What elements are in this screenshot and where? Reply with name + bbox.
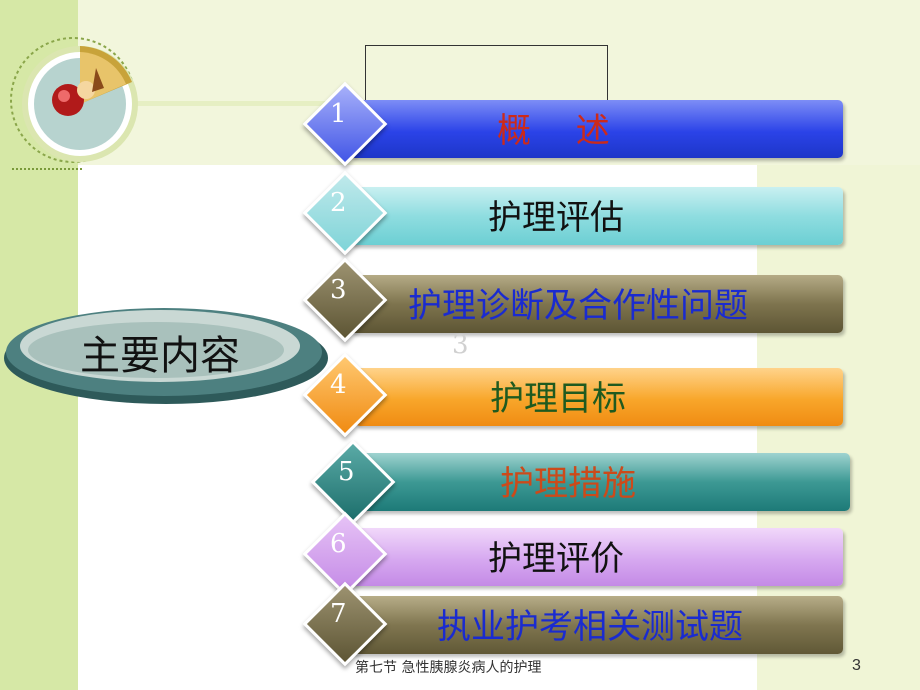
item-number: 2 (330, 188, 347, 218)
content-bar[interactable] (350, 528, 843, 586)
dotted-divider (12, 168, 82, 170)
content-item-label: 执业护考相关测试题 (437, 607, 743, 647)
item-number: 6 (330, 529, 347, 559)
item-number: 3 (330, 275, 347, 305)
content-bar[interactable] (350, 187, 843, 245)
content-bar[interactable] (355, 368, 843, 426)
item-number: 5 (338, 457, 355, 487)
content-item-label: 护理诊断及合作性问题 (408, 286, 748, 326)
item-number: 1 (330, 99, 347, 129)
content-item-label: 概 述 (497, 111, 610, 151)
content-item-label: 护理目标 (490, 379, 626, 419)
content-bar[interactable] (360, 453, 850, 511)
content-bar[interactable] (350, 596, 843, 654)
main-content-title: 主要内容 (80, 333, 240, 379)
content-item-label: 护理评估 (488, 198, 624, 238)
bracket-frame (365, 45, 608, 100)
content-bar[interactable] (350, 100, 843, 158)
content-item-label: 护理评价 (488, 539, 624, 579)
header-connector-line (130, 101, 350, 106)
item-number: 7 (330, 599, 347, 629)
content-item-label: 护理措施 (500, 464, 636, 504)
content-bar[interactable] (350, 275, 843, 333)
circular-medical-emblem-icon (10, 37, 138, 163)
ghost-number: 3 (452, 330, 469, 360)
footer-title: 第七节 急性胰腺炎病人的护理 (355, 660, 542, 676)
page-number: 3 (852, 657, 861, 674)
item-number: 4 (330, 370, 347, 400)
main-content-oval (4, 308, 328, 404)
